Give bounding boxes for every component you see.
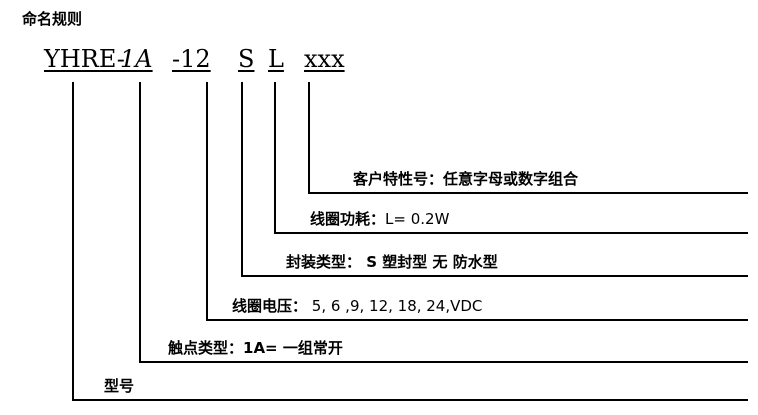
- code-package: S: [238, 45, 255, 73]
- code-voltage: -12: [172, 45, 211, 73]
- row-package-term: 封装类型：: [286, 253, 362, 271]
- row-voltage-term: 线圈电压：: [232, 297, 308, 315]
- connector-contact: [139, 82, 748, 363]
- connector-custom: [308, 82, 748, 194]
- code-prefix: YHRE-: [44, 45, 125, 73]
- row-power-desc: L= 0.2W: [385, 210, 450, 228]
- row-power: 线圈功耗：L= 0.2W: [310, 210, 449, 228]
- connector-power: [274, 82, 748, 234]
- row-power-term: 线圈功耗：: [310, 210, 386, 228]
- connector-package: [241, 82, 748, 277]
- row-contact-term: 触点类型：: [168, 339, 244, 357]
- row-contact: 触点类型：1A= 一组常开: [168, 339, 343, 357]
- code-contact: 1A: [120, 45, 153, 73]
- row-voltage: 线圈电压： 5, 6 ,9, 12, 18, 24,VDC: [232, 297, 482, 315]
- row-package: 封装类型： S 塑封型 无 防水型: [286, 253, 498, 271]
- connector-prefix: [72, 82, 748, 401]
- heading: 命名规则: [22, 10, 83, 28]
- code-custom: xxx: [304, 45, 345, 73]
- row-custom: 客户特性号：任意字母或数字组合: [353, 170, 578, 188]
- row-prefix-term: 型号: [104, 377, 135, 395]
- row-contact-desc: 1A= 一组常开: [243, 339, 343, 357]
- row-package-desc: S 塑封型 无 防水型: [361, 253, 498, 271]
- row-custom-term: 客户特性号：: [353, 170, 444, 188]
- code-power: L: [268, 45, 284, 73]
- connector-voltage: [206, 82, 748, 321]
- row-voltage-desc: 5, 6 ,9, 12, 18, 24,VDC: [307, 297, 483, 315]
- row-custom-desc: 任意字母或数字组合: [443, 170, 579, 188]
- row-prefix: 型号: [104, 377, 134, 395]
